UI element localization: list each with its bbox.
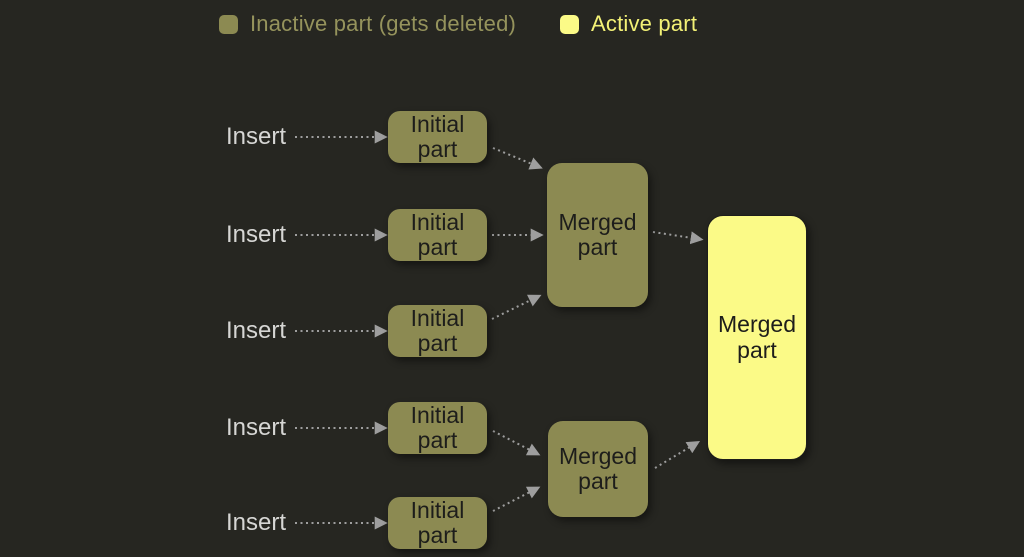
merged-part-box-1: Merged part (547, 163, 648, 307)
insert-label-4: Insert (225, 414, 286, 441)
insert-label-1: Insert (225, 123, 286, 150)
insert-label-2: Insert (225, 221, 286, 248)
arrow-initial3-merged1 (491, 294, 542, 320)
initial-part-box-3: Initial part (388, 305, 487, 357)
inactive-part-swatch-icon (219, 14, 238, 34)
initial-part-box-1: Initial part (388, 111, 487, 163)
arrow-initial4-merged2 (492, 430, 541, 456)
legend-item-inactive: Inactive part (gets deleted) (219, 11, 516, 37)
arrow-initial1-merged1 (492, 147, 543, 170)
merged-part-box-active: Merged part (707, 215, 807, 460)
merged-part-box-2: Merged part (548, 421, 648, 517)
arrow-initial5-merged2 (492, 486, 541, 512)
insert-label-5: Insert (225, 509, 286, 536)
initial-part-box-4: Initial part (388, 402, 487, 454)
active-part-swatch-icon (560, 14, 579, 34)
arrow-merged1-active (652, 231, 704, 245)
insert-label-3: Insert (225, 317, 286, 344)
legend-item-active: Active part (560, 11, 697, 37)
arrow-merged2-active (654, 440, 701, 469)
initial-part-box-5: Initial part (388, 497, 487, 549)
initial-part-box-2: Initial part (388, 209, 487, 261)
legend-inactive-label: Inactive part (gets deleted) (250, 11, 517, 36)
legend-active-label: Active part (591, 11, 698, 36)
